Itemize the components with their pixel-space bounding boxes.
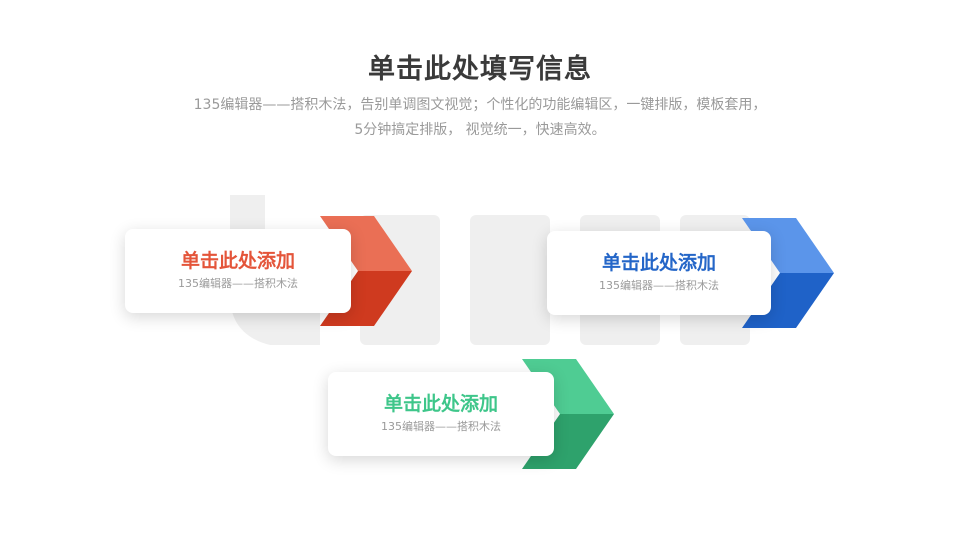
item-subtitle: 135编辑器——搭积木法 (381, 420, 501, 433)
item-card-2[interactable]: 单击此处添加 135编辑器——搭积木法 (547, 231, 771, 315)
item-title: 单击此处添加 (383, 393, 498, 415)
item-card-3[interactable]: 单击此处添加 135编辑器——搭积木法 (328, 372, 554, 456)
item-card-1[interactable]: 单击此处添加 135编辑器——搭积木法 (125, 229, 351, 313)
page-subtitle: 135编辑器——搭积木法，告别单调图文视觉；个性化的功能编辑区，一键排版，模板套… (130, 93, 830, 143)
item-title: 单击此处添加 (180, 250, 295, 272)
subtitle-line-2: 5分钟搞定排版， 视觉统一，快速高效。 (354, 122, 606, 138)
subtitle-line-1: 135编辑器——搭积木法，告别单调图文视觉；个性化的功能编辑区，一键排版，模板套… (193, 97, 767, 113)
item-subtitle: 135编辑器——搭积木法 (599, 279, 719, 292)
page-title: 单击此处填写信息 (368, 54, 592, 85)
item-title: 单击此处添加 (601, 252, 716, 274)
item-subtitle: 135编辑器——搭积木法 (178, 277, 298, 290)
